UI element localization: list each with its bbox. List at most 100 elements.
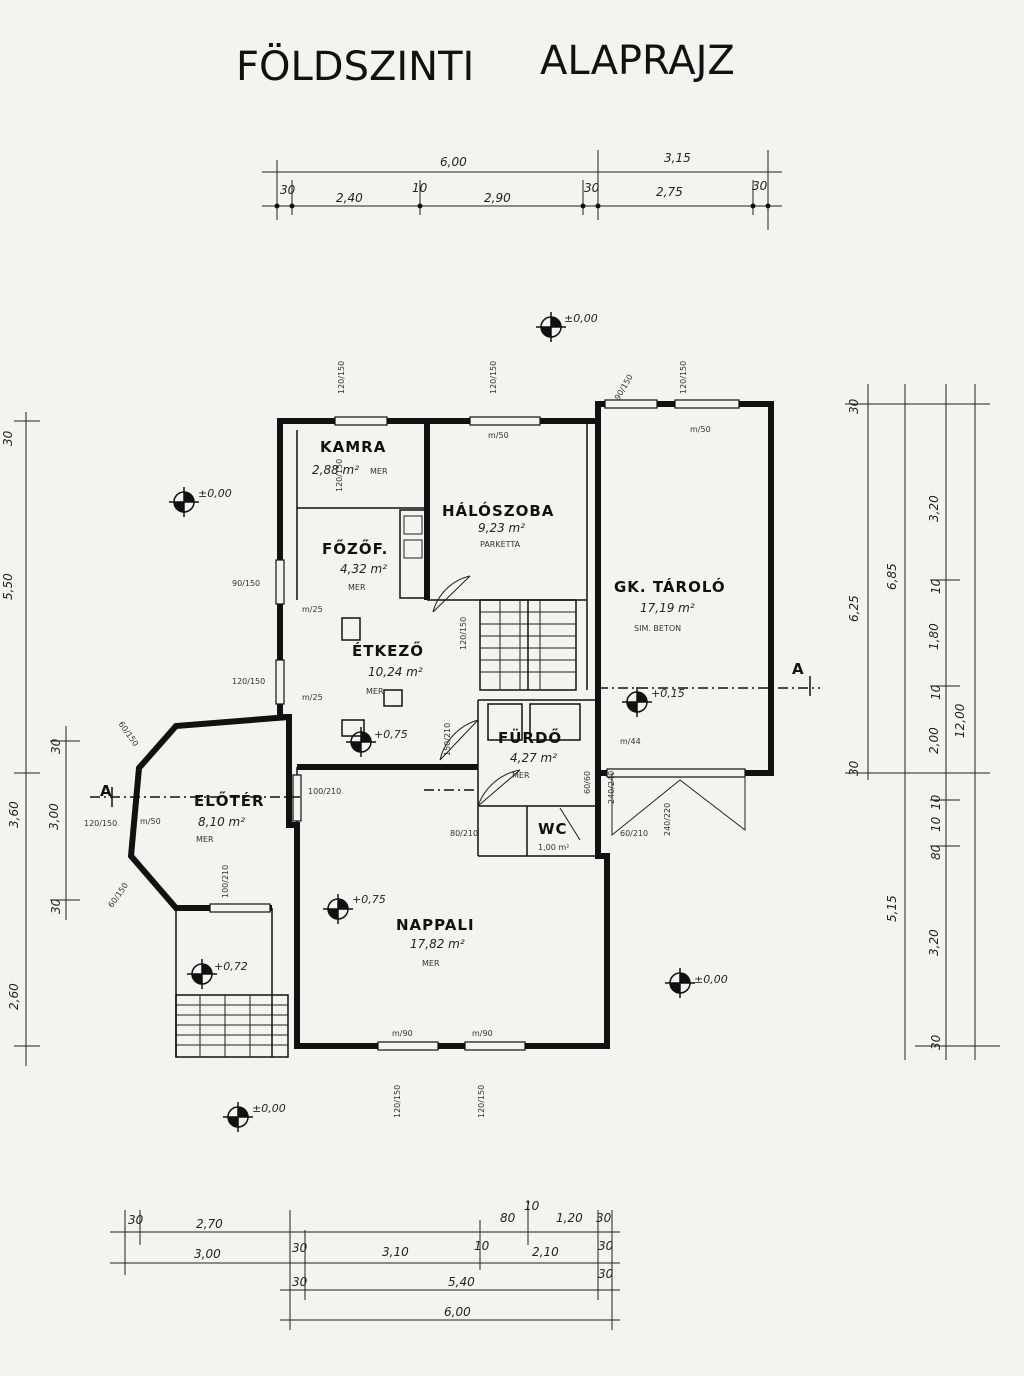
dim-left-1: 5,50 <box>1 573 15 600</box>
mark-m5: m/25 <box>302 605 323 614</box>
dim-right-inner-0: 30 <box>847 398 861 414</box>
dim-top-seg-3: 2,90 <box>484 191 511 205</box>
dim-right-chain-2: 1,80 <box>927 623 941 650</box>
opening-w19: 100/210 <box>221 865 230 898</box>
lintel-marks: m/50 m/50 m/90 m/90 m/25 m/25 m/50 m/44 <box>140 425 711 1038</box>
room-eloter-floor: MER <box>196 835 214 844</box>
dim-top-seg-5: 2,75 <box>656 185 683 199</box>
level-mark-icon <box>622 687 652 717</box>
room-haloszoba-floor: PARKETTA <box>480 540 521 549</box>
room-kamra-name: KAMRA <box>320 438 386 456</box>
room-etkezo-floor: MER <box>366 687 384 696</box>
dim-bottom-r2-3: 10 <box>474 1239 490 1253</box>
dim-bottom-r2-2: 3,10 <box>382 1245 409 1259</box>
dim-right-chain-3: 10 <box>929 684 943 700</box>
mark-m1: m/50 <box>488 431 509 440</box>
dim-bottom-r2-0: 3,00 <box>194 1247 221 1261</box>
room-etkezo-name: ÉTKEZŐ <box>352 640 424 660</box>
opening-w8: 120/150 <box>232 677 265 686</box>
section-marker-left: A <box>100 782 113 800</box>
opening-w16: 90/150 <box>613 373 635 402</box>
title-right: ALAPRAJZ <box>540 38 735 84</box>
opening-w10: 60/150 <box>107 881 131 909</box>
room-wc-name: WC <box>538 820 568 838</box>
entrance-steps <box>175 994 289 1058</box>
dim-top-seg-4: 30 <box>584 181 600 195</box>
dim-bottom-r1-0: 30 <box>128 1213 144 1227</box>
mark-m6: m/25 <box>302 693 323 702</box>
room-nappali-floor: MER <box>422 959 440 968</box>
dim-bottom-r4-0: 6,00 <box>444 1305 471 1319</box>
mark-m8: m/44 <box>620 737 641 746</box>
kitchen-fixtures <box>341 509 581 741</box>
dim-bottom-r2-1: 30 <box>292 1241 308 1255</box>
dim-right-inner-1: 6,25 <box>847 595 861 622</box>
opening-w18: 60/60 <box>583 771 592 794</box>
opening-w15: 120/150 <box>335 459 344 492</box>
opening-w9: 60/150 <box>117 720 141 748</box>
level-nappali: +0,75 <box>352 893 386 906</box>
dim-bottom-r1-5: 30 <box>596 1211 612 1225</box>
level-mark-icon <box>346 727 376 757</box>
opening-w2: 120/150 <box>489 361 498 394</box>
dim-right-outer-0: 12,00 <box>953 703 967 738</box>
dim-top-seg-2: 10 <box>412 181 428 195</box>
door-swings <box>432 575 746 841</box>
room-furdo-area: 4,27 m² <box>510 751 557 765</box>
dim-right-chain-9: 30 <box>929 1034 943 1050</box>
dim-bottom-r1-3: 10 <box>524 1199 540 1213</box>
opening-labels: 120/150 120/150 120/150 90/150 90/150 12… <box>84 361 688 1118</box>
dim-bottom-r1-4: 1,20 <box>556 1211 583 1225</box>
dim-right-chain-7: 80 <box>929 844 943 860</box>
dim-left-6: 2,60 <box>7 983 21 1010</box>
right-dimension-chain: 30 6,25 30 6,85 5,15 12,00 3,20 10 1,80 … <box>845 384 1000 1060</box>
level-left: ±0,00 <box>198 487 232 500</box>
dim-top-seg-0: 30 <box>280 183 296 197</box>
room-gk-tarolo-name: GK. TÁROLÓ <box>614 577 726 596</box>
dim-right-chain-6: 10 <box>929 816 943 832</box>
dim-top-seg-1: 2,40 <box>336 191 363 205</box>
level-entry: +0,72 <box>214 960 248 973</box>
opening-w3: 120/150 <box>679 361 688 394</box>
opening-w14: 240/220 <box>663 803 672 836</box>
opening-w21: 150/210 <box>443 723 452 756</box>
left-dimension-chain: 30 5,50 30 3,00 30 3,60 2,60 <box>1 412 80 1066</box>
opening-w11: 100/210 <box>308 787 341 796</box>
mark-m2: m/50 <box>690 425 711 434</box>
opening-w17: 240/240 <box>607 771 616 804</box>
dim-right-chain-4: 2,00 <box>927 727 941 754</box>
level-bottom: ±0,00 <box>252 1102 286 1115</box>
room-furdo-name: FÜRDŐ <box>498 727 562 747</box>
level-mark-icon <box>187 959 217 989</box>
room-haloszoba-name: HÁLÓSZOBA <box>442 501 554 520</box>
room-fozo-area: 4,32 m² <box>340 562 387 576</box>
room-labels: KAMRA 2,88 m² MER HÁLÓSZOBA 9,23 m² PARK… <box>194 438 726 968</box>
dim-bottom-r2-4: 2,10 <box>532 1245 559 1259</box>
level-garage: +0,15 <box>651 687 685 700</box>
room-wc-area: 1,00 m² <box>538 843 569 852</box>
room-nappali-name: NAPPALI <box>396 916 475 934</box>
room-kamra-floor: MER <box>370 467 388 476</box>
room-fozo-floor: MER <box>348 583 366 592</box>
dim-right-chain-5: 10 <box>929 794 943 810</box>
opening-w4: 120/150 <box>393 1085 402 1118</box>
section-marker-right: A <box>792 660 805 678</box>
level-mark-icon <box>223 1102 253 1132</box>
room-nappali-area: 17,82 m² <box>410 937 465 951</box>
dim-right-mid-0: 6,85 <box>885 563 899 590</box>
dim-bottom-r3-2: 30 <box>598 1267 614 1281</box>
bottom-dimension-chain: 30 2,70 80 10 1,20 30 3,00 30 3,10 10 2,… <box>110 1199 620 1330</box>
opening-w1: 120/150 <box>337 361 346 394</box>
dim-bottom-r1-1: 2,70 <box>196 1217 223 1231</box>
dim-top-seg-6: 30 <box>752 179 768 193</box>
dim-top-total-b: 3,15 <box>664 151 691 165</box>
level-mark-icon <box>536 312 566 342</box>
mark-m3: m/90 <box>392 1029 413 1038</box>
opening-w12: 80/210 <box>450 829 478 838</box>
window-openings <box>209 399 746 1051</box>
room-haloszoba-area: 9,23 m² <box>478 521 525 535</box>
dim-left-3: 3,00 <box>47 803 61 830</box>
room-etkezo-area: 10,24 m² <box>368 665 423 679</box>
level-etkezo: +0,75 <box>374 728 408 741</box>
